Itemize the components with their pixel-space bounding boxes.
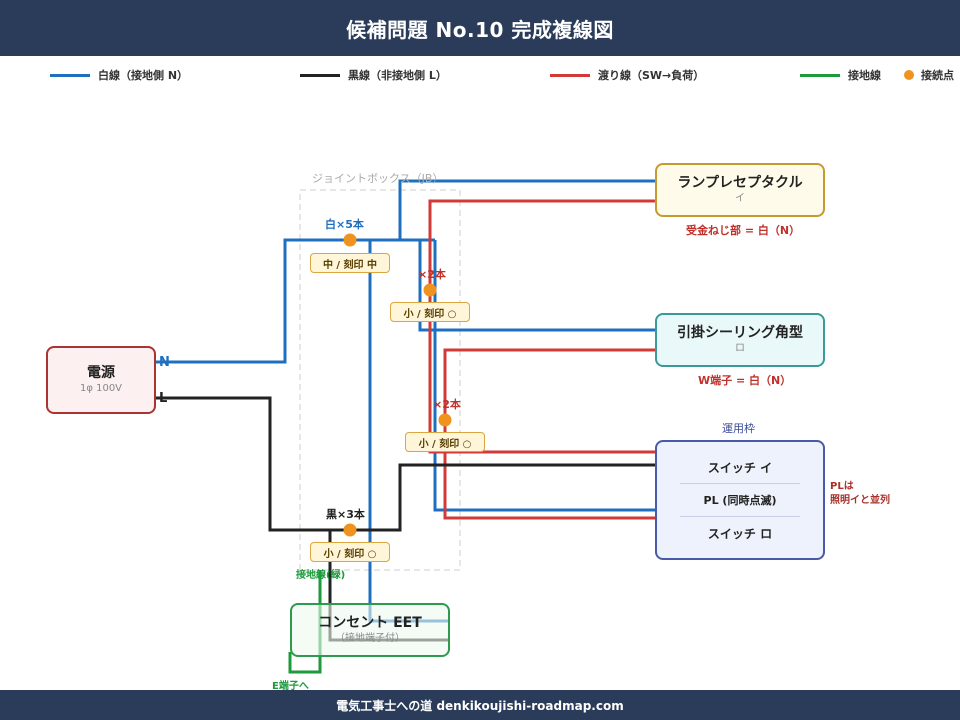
legend-red-label: 渡り線（SW→負荷） — [598, 69, 705, 82]
red2-connection-node — [438, 413, 452, 427]
legend-white: 白線（接地側 N） — [50, 68, 188, 82]
red1-connection-node — [423, 283, 437, 297]
switch-divider — [680, 516, 800, 517]
pl-note-line1: PLは — [830, 481, 854, 492]
switch-frame-label: 運用枠 — [722, 422, 755, 435]
ceiling-note: W端子 = 白（N） — [698, 374, 792, 387]
pl-note-line2: 照明イと並列 — [830, 495, 890, 506]
black-count-label: 黒×3本 — [326, 508, 365, 521]
lamp-title: ランプレセプタクル — [677, 175, 803, 191]
outlet-title: コンセント EET — [318, 615, 422, 631]
sleeve-black: 小 / 刻印 ○ — [310, 542, 390, 562]
junction-box-outline — [299, 189, 461, 571]
lamp-note: 受金ねじ部 = 白（N） — [686, 224, 801, 237]
legend-ground-swatch — [800, 73, 840, 77]
legend-black-swatch — [300, 73, 340, 77]
switch-ro-label: スイッチ ロ — [707, 526, 773, 541]
switch-panel: スイッチ イ PL (同時点滅) スイッチ ロ — [655, 440, 825, 560]
white-wire-source — [155, 238, 435, 364]
legend-black-label: 黒線（非接地側 L） — [348, 69, 447, 82]
sleeve-red2: 小 / 刻印 ○ — [405, 432, 485, 452]
white-wire-outlet — [368, 240, 450, 623]
ceiling-title: 引掛シーリング角型 — [677, 325, 803, 341]
outlet-eet: コンセント EET （接地端子付） — [290, 603, 450, 657]
legend-red-swatch — [550, 73, 590, 77]
power-source-subtitle: 1φ 100V — [79, 383, 123, 394]
power-source: 電源 1φ 100V — [46, 346, 156, 414]
white-connection-node — [343, 233, 357, 247]
outlet-subtitle: （接地端子付） — [335, 633, 405, 644]
e-terminal-label: E端子へ — [272, 681, 309, 692]
ceiling-subtitle: ロ — [735, 343, 745, 354]
switch-i-label: スイッチ イ — [707, 460, 773, 475]
ground-wire-label: 接地線(緑) — [296, 570, 346, 581]
legend-red: 渡り線（SW→負荷） — [550, 68, 704, 82]
white-wire-lamp — [398, 179, 656, 240]
switch-divider — [680, 483, 800, 484]
junction-box-label: ジョイントボックス（JB） — [312, 172, 444, 185]
ceiling-rosette: 引掛シーリング角型 ロ — [655, 313, 825, 367]
legend-white-swatch — [50, 73, 90, 77]
red1-count-label: ×2本 — [418, 268, 446, 281]
legend-ground: 接地線 — [800, 68, 881, 82]
sleeve-white: 中 / 刻印 中 — [310, 253, 390, 273]
red2-count-label: ×2本 — [433, 398, 461, 411]
black-wire-switch — [155, 396, 662, 532]
terminal-n: N — [159, 355, 170, 370]
footer: 電気工事士への道 denkikoujishi-roadmap.com — [0, 690, 960, 720]
lamp-subtitle: イ — [735, 193, 745, 204]
white-wire-ceiling — [418, 240, 656, 332]
legend-black: 黒線（非接地側 L） — [300, 68, 447, 82]
white-count-label: 白×5本 — [325, 218, 364, 231]
page-title: 候補問題 No.10 完成複線図 — [0, 0, 960, 56]
power-source-title: 電源 — [87, 365, 115, 381]
terminal-l: L — [159, 391, 168, 406]
pilot-lamp-label: PL (同時点滅) — [703, 494, 777, 507]
red-wire-lamp — [428, 199, 656, 454]
sleeve-red1: 小 / 刻印 ○ — [390, 302, 470, 322]
black-connection-node — [343, 523, 357, 537]
lamp-receptacle: ランプレセプタクル イ — [655, 163, 825, 217]
legend-node-label: 接続点 — [921, 69, 954, 82]
white-wire-pilot — [433, 240, 656, 512]
legend-node-dot — [904, 70, 914, 80]
legend-node: 接続点 — [904, 68, 954, 82]
legend-ground-label: 接地線 — [848, 69, 881, 82]
legend-white-label: 白線（接地側 N） — [98, 69, 189, 82]
